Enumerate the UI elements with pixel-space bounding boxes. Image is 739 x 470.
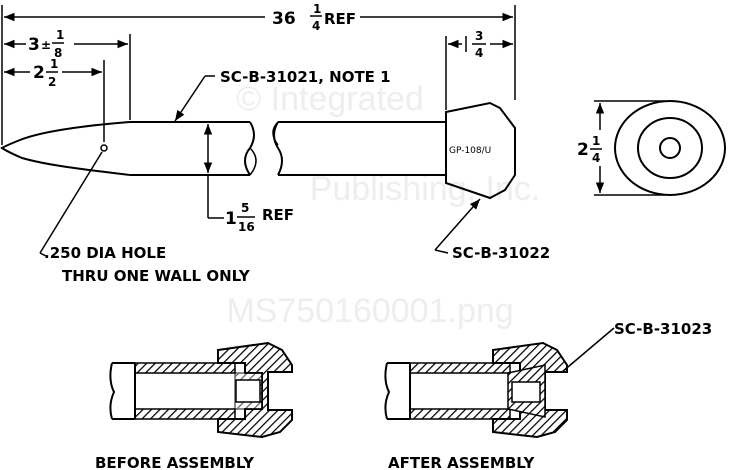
svg-text:THRU ONE WALL ONLY: THRU ONE WALL ONLY <box>62 267 251 285</box>
svg-text:3: 3 <box>475 29 483 43</box>
svg-text:1: 1 <box>56 28 64 42</box>
svg-text:36: 36 <box>272 9 296 29</box>
svg-text:.250 DIA HOLE: .250 DIA HOLE <box>44 244 166 262</box>
svg-text:4: 4 <box>312 19 320 33</box>
hole-icon <box>100 144 108 152</box>
svg-text:SC-B-31021, NOTE 1: SC-B-31021, NOTE 1 <box>220 68 391 86</box>
svg-text:±: ± <box>41 38 51 52</box>
svg-text:2: 2 <box>33 63 45 83</box>
svg-text:1: 1 <box>225 209 237 229</box>
tube-callout: SC-B-31021, NOTE 1 <box>174 68 391 122</box>
tube-diameter-dimension: 1 5 16 REF <box>203 124 294 234</box>
svg-text:2: 2 <box>48 75 56 89</box>
cap-length-dimension: 3 4 <box>448 29 513 60</box>
svg-text:4: 4 <box>475 46 483 60</box>
svg-text:8: 8 <box>54 46 62 60</box>
after-assembly-section: AFTER ASSEMBLY <box>384 341 568 470</box>
svg-text:Publishing, Inc.: Publishing, Inc. <box>310 170 541 208</box>
svg-text:4: 4 <box>592 151 600 165</box>
end-cap-side-view: GP-108/U <box>445 101 516 200</box>
svg-text:3: 3 <box>28 35 40 55</box>
svg-text:2: 2 <box>577 140 589 160</box>
hole-position-dimension: 2 1 2 <box>4 57 102 89</box>
watermark: © Integrated Publishing, Inc. MS75016000… <box>226 80 540 330</box>
svg-text:1: 1 <box>313 2 321 16</box>
svg-text:5: 5 <box>241 201 249 215</box>
insert-callout: SC-B-31023 <box>561 320 712 373</box>
extension-lines <box>1 5 516 145</box>
overall-length-dimension: 36 1 4 REF <box>4 2 513 33</box>
svg-text:SC-B-31023: SC-B-31023 <box>614 320 712 338</box>
svg-text:16: 16 <box>238 220 255 234</box>
svg-text:1: 1 <box>592 134 600 148</box>
svg-text:1: 1 <box>50 57 58 71</box>
hole-callout: .250 DIA HOLE THRU ONE WALL ONLY <box>39 151 251 285</box>
svg-text:SC-B-31022: SC-B-31022 <box>452 244 550 262</box>
cap-callout: SC-B-31022 <box>434 198 550 262</box>
svg-text:MS750160001.png: MS750160001.png <box>226 292 513 330</box>
hole-tolerance-dimension: 3 ± 1 8 <box>4 28 128 60</box>
before-assembly-section: BEFORE ASSEMBLY <box>95 341 293 470</box>
svg-text:GP-108/U: GP-108/U <box>449 146 491 156</box>
tube-side-view <box>0 121 446 176</box>
svg-text:REF: REF <box>324 10 356 28</box>
svg-text:© Integrated: © Integrated <box>236 80 424 118</box>
svg-text:REF: REF <box>262 206 294 224</box>
end-view: 2 1 4 <box>577 100 726 196</box>
svg-text:BEFORE ASSEMBLY: BEFORE ASSEMBLY <box>95 454 255 470</box>
svg-text:AFTER ASSEMBLY: AFTER ASSEMBLY <box>388 454 535 470</box>
